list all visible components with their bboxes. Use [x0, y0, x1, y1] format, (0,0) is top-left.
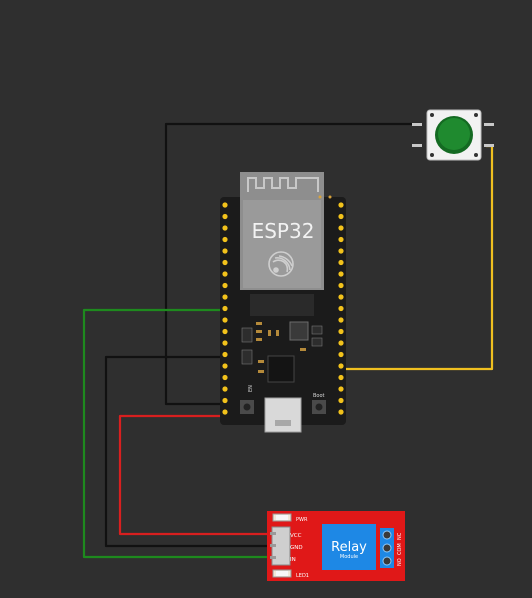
wire-relay-vcc[interactable] — [118, 414, 272, 536]
esp32-pin-right[interactable] — [338, 294, 344, 300]
esp32-pin-left[interactable] — [222, 305, 228, 312]
esp32-pin-right[interactable] — [338, 351, 344, 358]
button-corner — [430, 153, 434, 157]
terminal-nc[interactable] — [382, 556, 392, 566]
relay-title: Relay — [331, 540, 367, 555]
relay-pin-in[interactable] — [270, 556, 276, 559]
esp32-pin-right[interactable] — [338, 340, 344, 346]
relay-pin-vcc[interactable] — [270, 532, 276, 535]
esp32-pin-left[interactable] — [222, 213, 228, 220]
wire-button-gnd[interactable] — [164, 122, 420, 406]
push-button[interactable] — [412, 109, 494, 161]
button-leg — [484, 123, 494, 126]
esp32-pin-left[interactable] — [222, 202, 228, 208]
smd-components — [256, 322, 306, 373]
button-cap[interactable] — [438, 118, 470, 150]
esp32-pin-left[interactable] — [222, 271, 228, 277]
terminal-label-com: COM — [397, 543, 403, 555]
relay-pin-gnd[interactable] — [270, 544, 276, 547]
usb-uart-chip — [267, 355, 295, 383]
terminal-label-nc: NC — [397, 532, 403, 540]
ic-small — [241, 325, 323, 365]
esp32-pin-left[interactable] — [222, 386, 228, 392]
esp32-pin-left[interactable] — [222, 397, 228, 404]
esp32-pin-right[interactable] — [338, 248, 344, 254]
esp32-pin-right[interactable] — [338, 363, 344, 369]
esp32-pin-right[interactable] — [338, 409, 344, 415]
esp32-board[interactable]: ESP32 EN Boot — [220, 172, 346, 433]
boot-label: Boot — [313, 393, 325, 399]
esp32-title: ESP32 — [252, 219, 315, 243]
esp32-pin-right[interactable] — [338, 386, 344, 392]
esp32-shield — [243, 200, 321, 288]
esp32-pin-right[interactable] — [338, 213, 344, 220]
espressif-logo-icon — [268, 251, 294, 277]
relay-subtitle: Module — [340, 554, 358, 560]
esp32-pin-right[interactable] — [338, 202, 344, 208]
button-leg — [484, 144, 494, 147]
terminal-label-no: NO — [397, 558, 403, 566]
terminal-no[interactable] — [382, 530, 392, 540]
esp32-pin-right[interactable] — [338, 271, 344, 277]
pwr-label: PWR — [296, 517, 308, 523]
esp32-pin-left[interactable] — [222, 225, 228, 231]
esp32-pin-right[interactable] — [338, 259, 344, 266]
esp32-pin-left[interactable] — [222, 317, 228, 323]
esp32-pin-left[interactable] — [222, 328, 228, 335]
wire-button-signal[interactable] — [338, 144, 494, 371]
esp32-pin-right[interactable] — [338, 236, 344, 243]
left-pin-header — [222, 202, 228, 415]
esp32-pin-right[interactable] — [338, 225, 344, 231]
led1-label: LED1 — [296, 573, 309, 579]
esp32-pin-right[interactable] — [338, 328, 344, 335]
esp32-pin-left[interactable] — [222, 282, 228, 289]
esp32-pin-left[interactable] — [222, 351, 228, 358]
esp32-pin-right[interactable] — [338, 374, 344, 381]
chip-row — [250, 294, 314, 316]
relay-pin-label-vcc: VCC — [290, 533, 302, 539]
esp32-pin-left[interactable] — [222, 340, 228, 346]
right-pin-header — [338, 202, 344, 415]
button-leg — [412, 144, 422, 147]
terminal-com[interactable] — [382, 543, 392, 553]
relay-pin-label-gnd: GND — [290, 545, 303, 551]
regulator-chip — [289, 321, 309, 341]
esp32-pin-right[interactable] — [338, 305, 344, 312]
relay-block — [322, 524, 376, 570]
esp32-pin-right[interactable] — [338, 317, 344, 323]
relay-pin-label-in: IN — [290, 557, 296, 563]
esp32-pin-left[interactable] — [222, 374, 228, 381]
button-corner — [474, 113, 478, 117]
antenna-icon — [247, 177, 319, 192]
en-label: EN — [248, 385, 254, 392]
esp32-pin-left[interactable] — [222, 248, 228, 254]
esp32-pin-left[interactable] — [222, 236, 228, 243]
esp32-pin-left[interactable] — [222, 294, 228, 300]
button-corner — [474, 153, 478, 157]
button-corner — [430, 113, 434, 117]
wire-relay-in[interactable] — [82, 308, 272, 559]
esp32-pin-left[interactable] — [222, 409, 228, 415]
esp32-pin-left[interactable] — [222, 259, 228, 266]
micro-usb-port[interactable] — [264, 397, 302, 433]
esp32-pin-left[interactable] — [222, 363, 228, 369]
esp32-pin-right[interactable] — [338, 282, 344, 289]
esp32-pin-right[interactable] — [338, 397, 344, 404]
button-leg — [412, 123, 422, 126]
relay-module[interactable]: VCC GND IN PWR LED1 Relay Module NO COM … — [267, 511, 405, 581]
wire-relay-gnd[interactable] — [104, 355, 272, 548]
